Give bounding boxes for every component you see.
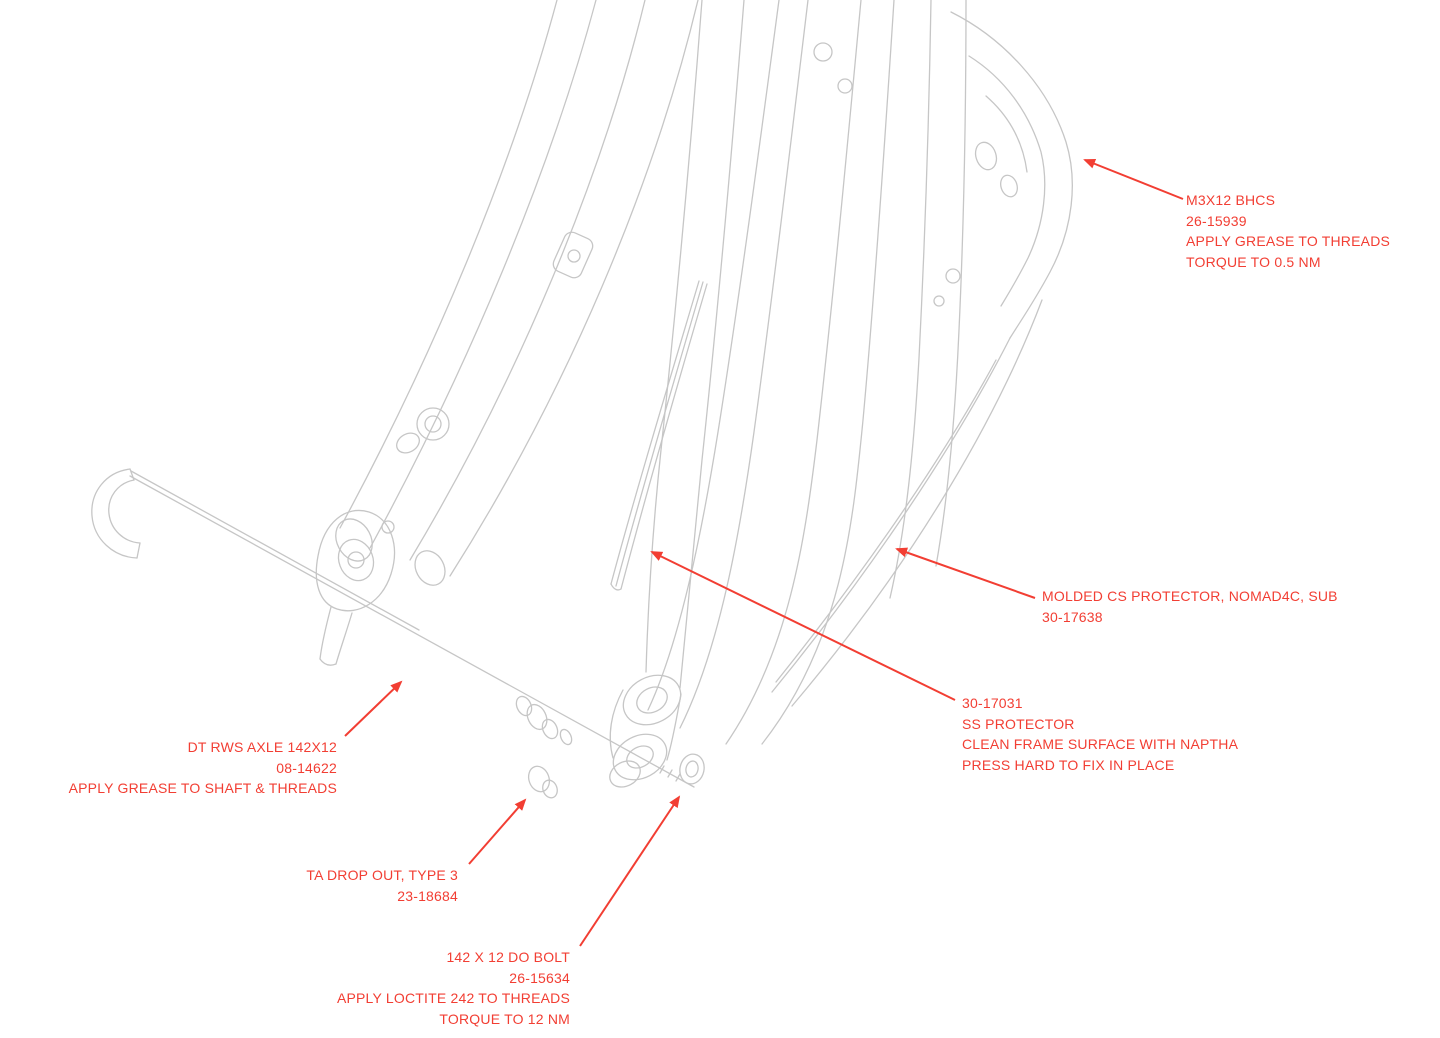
leader-arrow-ss-protector [650,551,956,701]
leader-arrow-do-bolt [579,795,681,947]
callout-line: CLEAN FRAME SURFACE WITH NAPTHA [962,736,1239,752]
axle-drawing [91,468,695,799]
callout-line: 30-17031 [962,695,1023,711]
callout-line: M3X12 BHCS [1186,192,1276,208]
callout-line: TORQUE TO 12 NM [439,1010,570,1027]
pivot-hardware-drawing [609,674,705,788]
callout-ta-drop-out: TA DROP OUT, TYPE 3 23-18684 [218,865,458,906]
callout-line: 30-17638 [1042,608,1103,625]
callout-line: 23-18684 [397,887,458,904]
callout-line: SS PROTECTOR [962,715,1075,732]
leader-arrow-m3x12-bhcs [1083,159,1184,200]
right-swingarm-drawing [645,0,1073,745]
callout-line: APPLY GREASE TO THREADS [1186,233,1391,249]
callout-line: 142 X 12 DO BOLT [446,949,570,965]
callout-line: 26-15634 [509,969,570,986]
callout-line: 08-14622 [276,759,337,776]
callout-line: 26-15939 [1186,212,1247,229]
callout-line: APPLY LOCTITE 242 TO THREADS [336,990,570,1006]
callout-line: MOLDED CS PROTECTOR, NOMAD4C, SUB [1042,588,1338,604]
callout-m3x12-bhcs: M3X12 BHCS 26-15939 APPLY GREASE TO THRE… [1186,190,1390,272]
leader-arrow-molded-cs-protector [895,547,1036,599]
leader-arrow-dt-rws-axle [344,680,403,737]
callout-line: TORQUE TO 0.5 NM [1186,253,1321,270]
callout-line: TA DROP OUT, TYPE 3 [306,867,458,883]
callout-do-bolt: 142 X 12 DO BOLT 26-15634 APPLY LOCTITE … [290,947,570,1029]
left-seatstay-drawing [315,0,699,666]
callout-dt-rws-axle: DT RWS AXLE 142X12 08-14622 APPLY GREASE… [60,737,337,799]
callout-molded-cs-protector: MOLDED CS PROTECTOR, NOMAD4C, SUB 30-176… [1042,586,1338,627]
callout-line: APPLY GREASE TO SHAFT & THREADS [68,780,337,796]
callout-line: DT RWS AXLE 142X12 [187,739,337,755]
leader-arrow-ta-drop-out [468,798,527,865]
callout-line: PRESS HARD TO FIX IN PLACE [962,756,1175,773]
callout-ss-protector: 30-17031 SS PROTECTOR CLEAN FRAME SURFAC… [962,693,1238,775]
